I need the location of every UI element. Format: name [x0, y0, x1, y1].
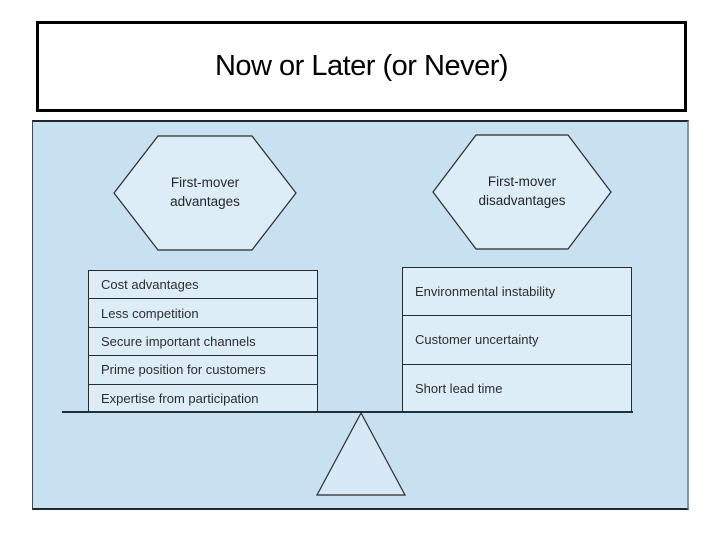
disadvantage-item: Short lead time: [402, 363, 632, 413]
advantage-item: Less competition: [88, 298, 318, 328]
disadvantages-hexagon: First-mover disadvantages: [432, 134, 612, 250]
hexagon-shape-icon: [432, 134, 612, 250]
advantage-item: Prime position for customers: [88, 355, 318, 385]
advantages-list: Cost advantages Less competition Secure …: [88, 270, 318, 414]
title-box: Now or Later (or Never): [36, 21, 687, 112]
advantages-hexagon-label: First-mover advantages: [170, 175, 240, 209]
advantage-item: Expertise from participation: [88, 383, 318, 414]
disadvantage-item: Customer uncertainty: [402, 315, 632, 365]
disadvantages-hexagon-label: First-mover disadvantages: [478, 174, 566, 208]
hexagon-shape-icon: [113, 135, 297, 251]
disadvantages-list: Environmental instability Customer uncer…: [402, 267, 632, 413]
fulcrum-triangle-icon: [315, 412, 407, 496]
disadvantage-item: Environmental instability: [402, 267, 632, 317]
advantages-hexagon: First-mover advantages: [113, 135, 297, 251]
slide-title: Now or Later (or Never): [214, 50, 509, 82]
balance-beam: [62, 411, 633, 413]
advantage-item: Cost advantages: [88, 270, 318, 300]
advantage-item: Secure important channels: [88, 326, 318, 357]
